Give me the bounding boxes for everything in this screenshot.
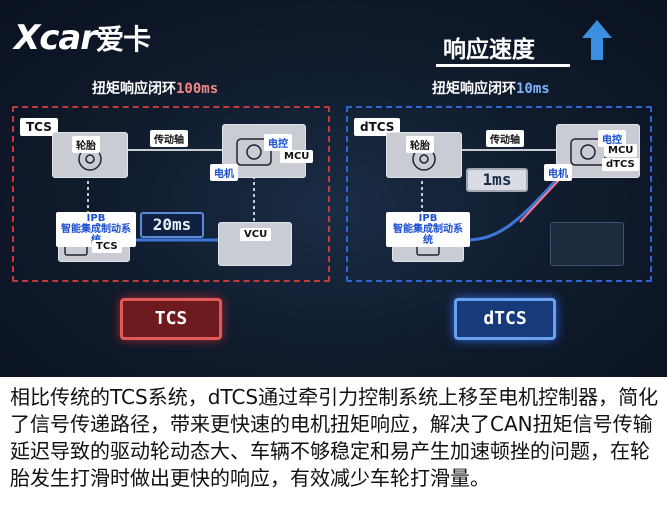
left-vcu-label: VCU [240,228,272,241]
title-underline [436,64,570,67]
left-loop-label: 扭矩响应闭环100ms [92,78,218,98]
infographic: Xcar爱卡 响应速度 扭矩响应闭环100ms 扭矩响应闭环10ms [0,0,667,377]
left-shaft-label: 传动轴 [150,130,188,147]
left-tcs-sub: TCS [92,240,122,253]
left-ipb-name: IPB [86,213,106,224]
right-wheel-label: 轮胎 [406,136,434,153]
caption-text: 相比传统的TCS系统，dTCS通过牵引力控制系统上移至电机控制器，简化了信号传递… [10,385,659,490]
right-vcu-box-dimmed [550,222,624,266]
right-ctrl-label: 电控 [598,130,626,147]
right-mcu-label: MCU [604,144,638,157]
logo-cn: 爱卡 [96,23,151,56]
logo-latin: Xcar [14,18,97,58]
dtcs-badge: dTCS [454,298,556,340]
tcs-panel [12,106,330,282]
right-loop-prefix: 扭矩响应闭环 [432,81,516,97]
signal-paths [87,149,575,242]
response-speed-title: 响应速度 [443,37,535,63]
left-loop-prefix: 扭矩响应闭环 [92,81,176,97]
left-loop-time: 100ms [176,81,219,97]
dtcs-panel [346,106,652,282]
right-ipb-name: IPB [418,213,438,224]
dtcs-title: dTCS [354,118,401,136]
right-ipb-desc: 智能集成制动系统 [393,224,463,246]
right-loop-time: 10ms [516,81,550,97]
right-shaft-label: 传动轴 [486,130,524,147]
right-latency: 1ms [466,168,528,192]
left-wheel-box [52,132,128,178]
tcs-badge: TCS [120,298,222,340]
left-latency: 20ms [140,212,204,238]
motor-icon [236,138,272,166]
left-motor-label: 电机 [210,164,238,181]
right-motor-label: 电机 [544,164,572,181]
up-arrow-icon [582,20,612,60]
left-mcu-label: MCU [280,150,314,163]
left-ctrl-label: 电控 [264,134,292,151]
right-dtcs-sub: dTCS [602,158,639,171]
right-can-path [465,174,562,242]
tcs-title: TCS [20,118,58,136]
right-ipb-label: IPB 智能集成制动系统 [386,212,470,247]
right-loop-label: 扭矩响应闭环10ms [432,78,550,98]
left-wheel-label: 轮胎 [72,136,100,153]
xcar-logo: Xcar爱卡 [14,18,151,58]
